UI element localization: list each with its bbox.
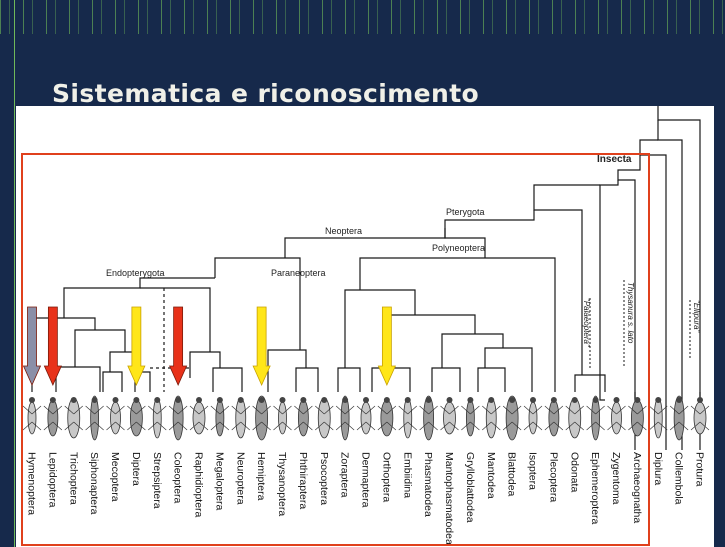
taxon-label-thysanoptera: Thysanoptera xyxy=(276,452,288,516)
taxon-label-coleoptera: Coleoptera xyxy=(172,452,184,504)
insect-mantodea xyxy=(482,397,501,439)
taxon-label-archaeognatha: Archaeognatha xyxy=(631,452,643,523)
slide-title: Sistematica e riconoscimento xyxy=(52,79,480,108)
taxon-label-siphonaptera: Siphonaptera xyxy=(88,452,100,515)
taxon-label-mantodea: Mantodea xyxy=(485,452,497,499)
taxon-label-zygentoma: Zygentoma xyxy=(610,452,622,505)
phylogeny-diagram: Insecta Pterygota Neoptera Polyneoptera … xyxy=(21,106,710,546)
label-palaeoptera: "Palaeoptera" xyxy=(582,298,591,348)
taxon-label-diptera: Diptera xyxy=(130,452,142,486)
taxon-label-neuroptera: Neuroptera xyxy=(234,452,246,505)
insect-embiidina xyxy=(398,397,417,439)
arrow-red-coleoptera xyxy=(169,306,188,386)
insect-diptera xyxy=(127,397,146,437)
taxon-label-mantophasmatodea: Mantophasmatodea xyxy=(443,452,455,545)
taxon-label-megaloptera: Megaloptera xyxy=(213,452,225,511)
header-stripes xyxy=(0,0,725,34)
side-accent-line xyxy=(14,0,15,547)
insect-odonata xyxy=(565,397,584,439)
arrow-yellow-diptera xyxy=(127,306,146,386)
taxon-label-plecoptera: Plecoptera xyxy=(547,452,559,502)
label-paraneoptera: Paraneoptera xyxy=(271,268,326,278)
insect-zoraptera xyxy=(335,395,355,441)
label-insecta: Insecta xyxy=(597,154,632,165)
insect-siphonaptera xyxy=(85,395,104,441)
insect-psocoptera xyxy=(315,397,334,439)
highlight-box xyxy=(21,153,650,546)
taxon-label-trichoptera: Trichoptera xyxy=(67,452,79,505)
taxon-label-psocoptera: Psocoptera xyxy=(318,452,330,505)
insect-isoptera xyxy=(523,397,543,435)
insect-trichoptera xyxy=(64,397,83,439)
taxon-label-grylloblattodea: Grylloblattodea xyxy=(464,452,476,523)
label-thysanura: Thysanura s. lato xyxy=(626,282,635,344)
insect-hemiptera xyxy=(252,395,271,441)
insect-grylloblattodea xyxy=(461,397,480,437)
insect-orthoptera xyxy=(377,397,397,437)
taxon-label-collembola: Collembola xyxy=(673,452,685,505)
taxon-label-zoraptera: Zoraptera xyxy=(339,452,351,498)
taxon-label-odonata: Odonata xyxy=(568,452,580,492)
insect-hymenoptera xyxy=(22,397,42,435)
taxon-label-blattodea: Blattodea xyxy=(506,452,518,497)
label-neoptera: Neoptera xyxy=(325,226,362,236)
taxon-label-isoptera: Isoptera xyxy=(527,452,539,490)
insect-raphidioptera xyxy=(189,397,209,435)
taxon-label-lepidoptera: Lepidoptera xyxy=(46,452,58,508)
insect-phthiraptera xyxy=(294,397,313,437)
tree-branches xyxy=(31,106,701,450)
taxon-label-raphidioptera: Raphidioptera xyxy=(193,452,205,518)
taxon-label-diplura: Diplura xyxy=(652,452,664,485)
taxon-label-embiidina: Embiidina xyxy=(401,452,413,498)
insect-strepsiptera xyxy=(148,397,167,439)
insect-plecoptera xyxy=(544,397,564,437)
insect-collembola xyxy=(669,395,689,441)
taxon-label-dermaptera: Dermaptera xyxy=(360,452,372,508)
label-ellipura: "Ellipura" xyxy=(692,300,701,334)
insect-ephemeroptera xyxy=(586,395,605,441)
insect-zygentoma xyxy=(607,397,626,435)
taxon-label-orthoptera: Orthoptera xyxy=(380,452,392,502)
taxon-label-ephemeroptera: Ephemeroptera xyxy=(589,452,601,525)
arrow-gray-hymenoptera xyxy=(22,306,42,386)
insect-neuroptera xyxy=(231,397,250,439)
insect-illustrations xyxy=(22,395,710,441)
insect-megaloptera xyxy=(210,397,230,437)
insect-mantophasmatodea xyxy=(440,397,459,435)
taxon-labels: Hymenoptera Lepidoptera Trichoptera Siphona… xyxy=(26,452,706,545)
insect-thysanoptera xyxy=(273,397,292,435)
taxon-label-hymenoptera: Hymenoptera xyxy=(26,452,38,515)
insect-coleoptera xyxy=(168,395,188,441)
insect-diplura xyxy=(649,397,668,439)
taxon-label-protura: Protura xyxy=(694,452,706,487)
taxon-label-phasmatodea: Phasmatodea xyxy=(422,452,434,517)
taxon-label-strepsiptera: Strepsiptera xyxy=(151,452,163,509)
insect-blattodea xyxy=(502,395,522,441)
label-polyneoptera: Polyneoptera xyxy=(432,243,485,253)
diagram-panel: Insecta Pterygota Neoptera Polyneoptera … xyxy=(16,106,714,547)
arrow-yellow-hemiptera xyxy=(252,306,271,386)
insect-archaeognatha xyxy=(628,397,647,437)
insect-dermaptera xyxy=(356,397,376,435)
taxon-label-mecoptera: Mecoptera xyxy=(109,452,121,502)
insect-protura xyxy=(690,397,710,435)
label-endopterygota: Endopterygota xyxy=(106,268,165,278)
insect-mecoptera xyxy=(106,397,125,435)
insect-phasmatodea xyxy=(419,395,438,441)
taxon-label-hemiptera: Hemiptera xyxy=(255,452,267,501)
label-pterygota: Pterygota xyxy=(446,207,485,217)
arrow-yellow-orthoptera xyxy=(377,306,396,386)
insect-lepidoptera xyxy=(43,397,63,437)
highlight-arrows xyxy=(22,306,396,386)
taxon-label-phthiraptera: Phthiraptera xyxy=(297,452,309,509)
arrow-red-lepidoptera xyxy=(43,306,62,386)
